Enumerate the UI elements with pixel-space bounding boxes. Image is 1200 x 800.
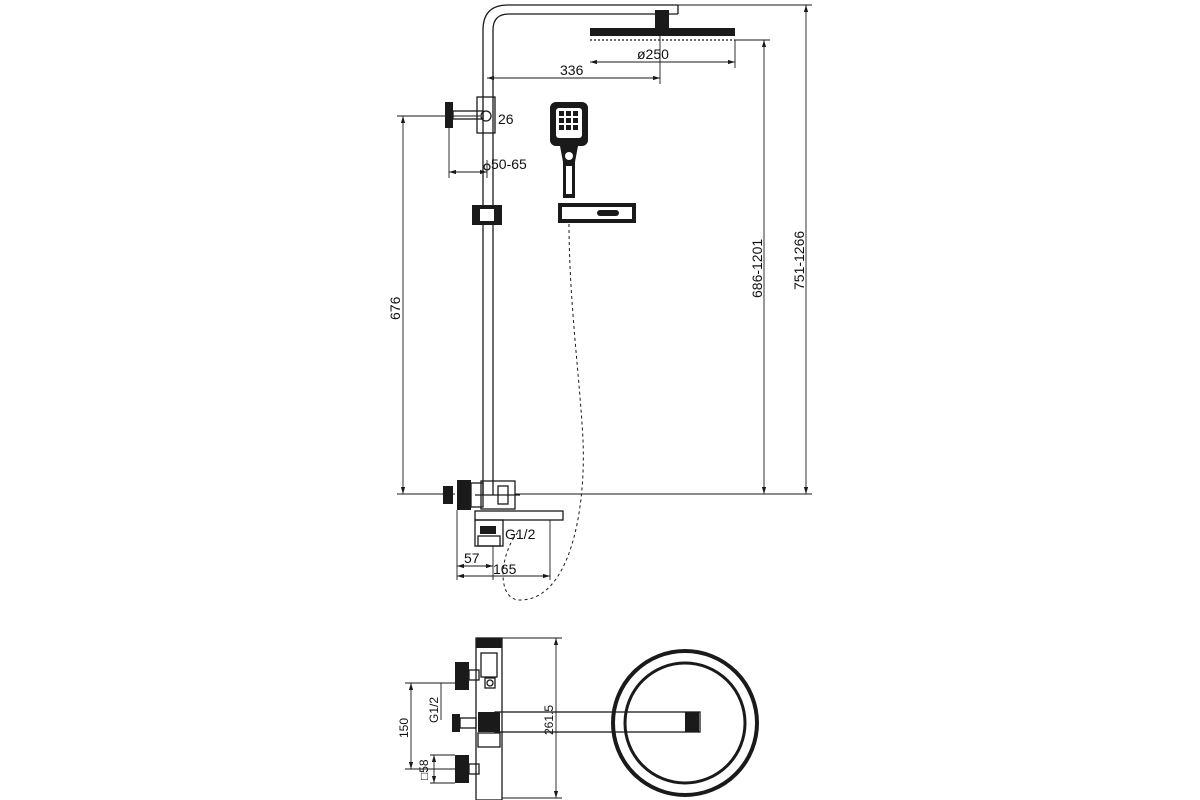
wall-bracket-top bbox=[445, 96, 496, 134]
dim-150: 150 bbox=[397, 682, 455, 770]
dim-diameter-250: ø250 bbox=[590, 40, 736, 68]
upper-bracket-top-view bbox=[455, 662, 496, 690]
dim-rail-height-label: 676 bbox=[387, 296, 403, 320]
diverter-knob-top-view bbox=[452, 714, 477, 732]
hand-shower bbox=[550, 102, 588, 198]
top-view: 150 G1/2 □58 261.5 bbox=[397, 637, 759, 800]
dim-336: 336 bbox=[487, 28, 661, 84]
dim-top-inlet: G1/2 bbox=[427, 683, 442, 723]
dim-total-height-label: 751-1266 bbox=[791, 231, 807, 290]
front-view: 336 ø250 26 50-65 676 bbox=[387, 4, 812, 601]
top-inlet-thread-label: G1/2 bbox=[427, 697, 441, 723]
dim-261-5: 261.5 bbox=[502, 637, 562, 799]
dim-686-1201: 686-1201 bbox=[515, 39, 770, 495]
dim-head-height-label: 686-1201 bbox=[749, 239, 765, 298]
rail-slider bbox=[472, 163, 502, 225]
dim-mixer-depth-label: 57 bbox=[464, 550, 480, 566]
head-connector bbox=[655, 10, 669, 28]
dim-square-58: □58 bbox=[417, 754, 455, 784]
dim-676: 676 bbox=[387, 115, 480, 495]
dim-wall-gap-label: 50-65 bbox=[491, 156, 527, 172]
dim-head-offset-label: 336 bbox=[560, 62, 584, 78]
dim-57: 57 bbox=[456, 510, 494, 580]
lower-bracket-top-view bbox=[455, 755, 480, 783]
mixer-body-top-view bbox=[475, 637, 503, 800]
dim-square-size-label: □58 bbox=[417, 759, 431, 780]
dim-spout-length-label: 165 bbox=[493, 561, 517, 577]
rain-head-top-view bbox=[611, 649, 759, 797]
arm-top-view bbox=[494, 711, 701, 733]
dim-50-65: 50-65 bbox=[448, 128, 527, 178]
dim-head-diameter-label: ø250 bbox=[637, 46, 669, 62]
dim-body-height-label: 261.5 bbox=[542, 705, 556, 735]
mixer-body bbox=[443, 480, 520, 510]
rain-shower-head bbox=[590, 28, 735, 41]
front-inlet-thread-label: G1/2 bbox=[505, 526, 536, 542]
dim-26: 26 bbox=[498, 111, 514, 127]
shower-hose bbox=[502, 223, 584, 601]
riser-pipe bbox=[482, 4, 679, 495]
spout bbox=[474, 510, 564, 547]
dim-751-1266: 751-1266 bbox=[678, 4, 812, 495]
dim-inlet-spacing-label: 150 bbox=[397, 718, 411, 738]
shower-shelf bbox=[558, 203, 636, 223]
dim-wall-bracket-label: 26 bbox=[498, 111, 514, 127]
dim-165: 165 bbox=[457, 520, 551, 580]
